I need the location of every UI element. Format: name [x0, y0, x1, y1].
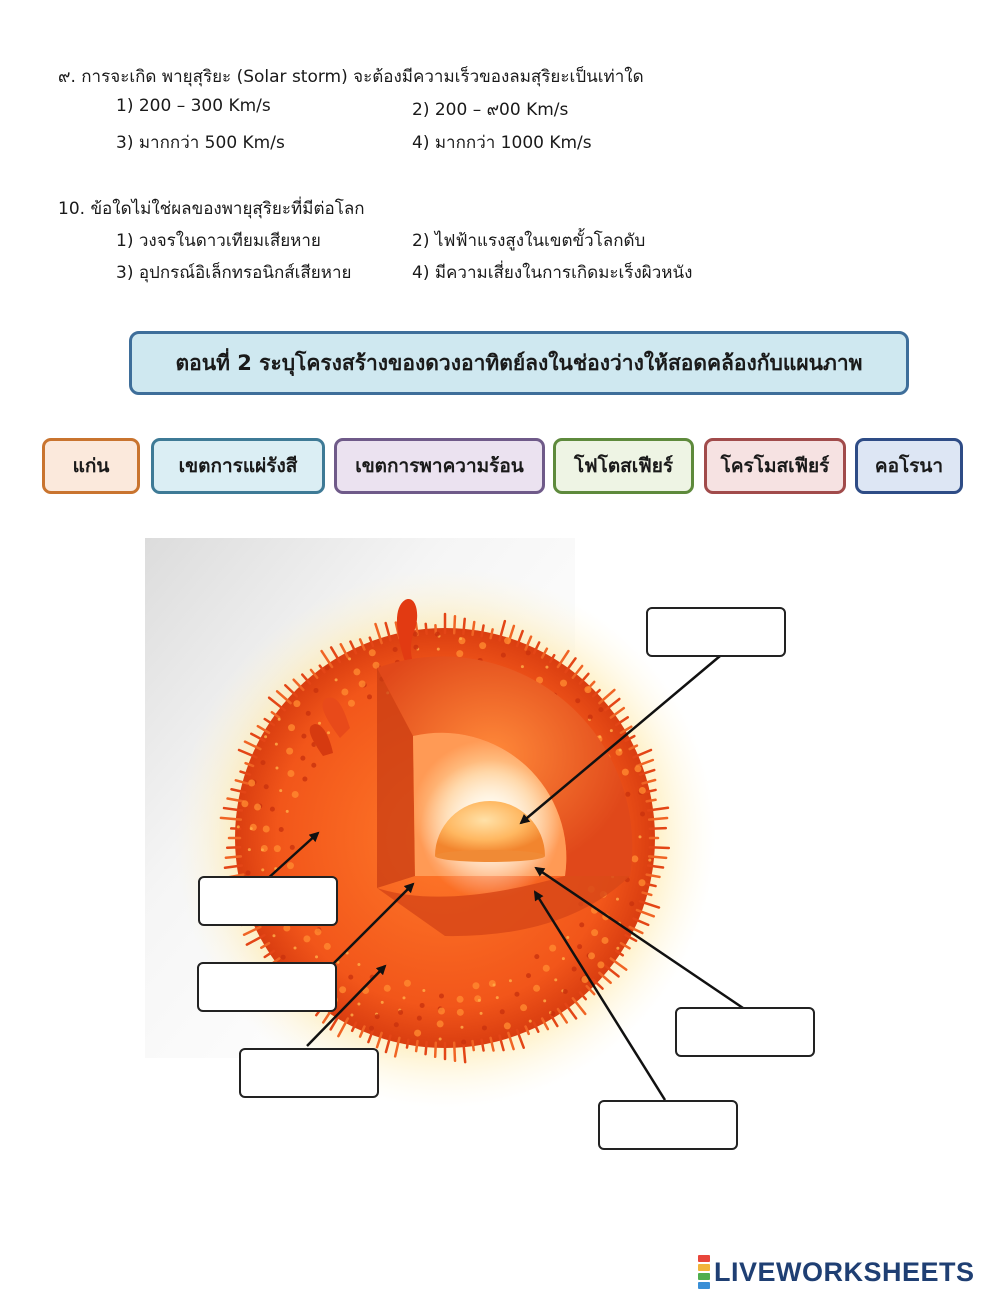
question-9: ๙. การจะเกิด พายุสุริยะ (Solar storm) จะ…: [58, 67, 644, 87]
q10-option-1: 1) วงจรในดาวเทียมเสียหาย: [116, 231, 321, 251]
q10-option-3: 3) อุปกรณ์อิเล็กทรอนิกส์เสียหาย: [116, 263, 352, 283]
q9-option-4: 4) มากกว่า 1000 Km/s: [412, 133, 592, 153]
arrow-to-photosphere: [306, 964, 387, 1047]
arrow-to-core: [519, 655, 721, 825]
q9-option-3: 3) มากกว่า 500 Km/s: [116, 133, 285, 153]
liveworksheets-logo: LIVEWORKSHEETS: [698, 1254, 975, 1290]
section-2-title: ตอนที่ 2 ระบุโครงสร้างของดวงอาทิตย์ลงในช…: [175, 350, 863, 375]
answer-blank-4[interactable]: [239, 1048, 379, 1098]
q10-option-4: 4) มีความเสี่ยงในการเกิดมะเร็งผิวหนัง: [412, 263, 693, 283]
q9-option-1: 1) 200 – 300 Km/s: [116, 96, 271, 116]
answer-chip-chromosphere[interactable]: โครโมสเฟียร์: [704, 438, 846, 494]
arrow-to-radiative-zone: [534, 866, 744, 1010]
section-2-banner: ตอนที่ 2 ระบุโครงสร้างของดวงอาทิตย์ลงในช…: [129, 331, 909, 395]
sun-core: [435, 801, 545, 856]
convective-zone-cutaway: [377, 656, 633, 876]
answer-blank-3[interactable]: [197, 962, 337, 1012]
prominence: [322, 697, 350, 738]
core-base: [435, 850, 545, 862]
prominence: [309, 724, 333, 756]
arrow-to-chromosphere: [533, 890, 667, 1101]
q10-option-2: 2) ไฟฟ้าแรงสูงในเขตขั้วโลกดับ: [412, 231, 646, 251]
brand-name: LIVEWORKSHEETS: [714, 1256, 975, 1287]
arrow-to-corona: [264, 831, 320, 882]
cutaway-edge: [377, 668, 415, 888]
answer-chip-radiative-zone[interactable]: เขตการแผ่รังสี: [151, 438, 325, 494]
answer-blank-6[interactable]: [598, 1100, 738, 1150]
answer-blank-1[interactable]: [646, 607, 786, 657]
cutaway-floor: [377, 876, 630, 937]
q9-option-2: 2) 200 – ๙00 Km/s: [412, 100, 569, 120]
answer-blank-5[interactable]: [675, 1007, 815, 1057]
question-10: 10. ข้อใดไม่ใช่ผลของพายุสุริยะที่มีต่อโล…: [58, 199, 365, 219]
answer-chip-photosphere[interactable]: โฟโตสเฟียร์: [553, 438, 694, 494]
liveworksheets-logo-mark: [698, 1254, 710, 1290]
prominence: [396, 599, 418, 668]
answer-blank-2[interactable]: [198, 876, 338, 926]
answer-chip-core[interactable]: แก่น: [42, 438, 140, 494]
answer-chip-corona[interactable]: คอโรนา: [855, 438, 963, 494]
answer-chip-convective-zone[interactable]: เขตการพาความร้อน: [334, 438, 545, 494]
arrow-to-convective-zone: [330, 882, 415, 967]
